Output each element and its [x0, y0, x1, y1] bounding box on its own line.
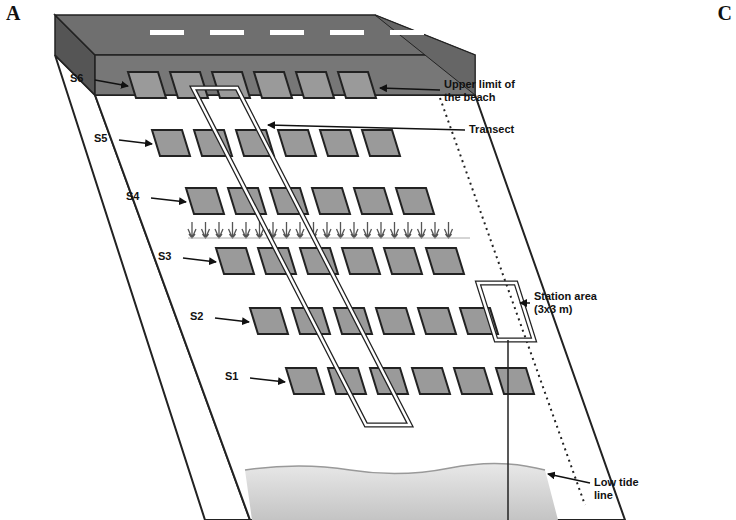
- station-square: [254, 72, 292, 98]
- station-square: [212, 72, 250, 98]
- label: S2: [190, 310, 203, 323]
- dune-plant: [431, 222, 439, 238]
- station-square: [296, 72, 334, 98]
- station-square: [412, 368, 450, 394]
- station-square: [286, 368, 324, 394]
- station-square: [170, 72, 208, 98]
- label: S3: [158, 250, 171, 263]
- dune-plant: [377, 222, 385, 238]
- station-square: [426, 248, 464, 274]
- road-dash: [150, 30, 184, 35]
- dune-plant: [418, 222, 426, 238]
- dune-plant: [337, 222, 345, 238]
- station-square: [128, 72, 166, 98]
- dune-plant: [364, 222, 372, 238]
- dune-plant: [229, 222, 237, 238]
- station-square: [354, 188, 392, 214]
- label: S5: [94, 132, 107, 145]
- label: Low tide line: [594, 476, 646, 501]
- station-square: [496, 368, 534, 394]
- label: Station area (3x3 m): [534, 290, 614, 315]
- dune-plant: [445, 222, 453, 238]
- dune-plant: [323, 222, 331, 238]
- panel-letter: C: [718, 2, 732, 25]
- road-dash: [270, 30, 304, 35]
- station-square: [362, 130, 400, 156]
- dune-plant: [188, 222, 196, 238]
- road-dash: [330, 30, 364, 35]
- dune-plant: [404, 222, 412, 238]
- station-square: [384, 248, 422, 274]
- station-square: [250, 308, 288, 334]
- dune-base: [188, 238, 470, 239]
- dune-plant: [391, 222, 399, 238]
- road-dash: [390, 30, 424, 35]
- station-square: [396, 188, 434, 214]
- road-dash: [210, 30, 244, 35]
- station-square: [376, 308, 414, 334]
- label: Transect: [469, 123, 514, 136]
- station-square: [454, 368, 492, 394]
- station-square: [278, 130, 316, 156]
- dune-plant: [350, 222, 358, 238]
- station-square: [312, 188, 350, 214]
- label: S4: [126, 190, 139, 203]
- dune-plant: [242, 222, 250, 238]
- station-square: [186, 188, 224, 214]
- panel-letter: A: [6, 2, 20, 25]
- station-square: [342, 248, 380, 274]
- dune-plant: [202, 222, 210, 238]
- dune-plant: [283, 222, 291, 238]
- dune-plant: [215, 222, 223, 238]
- station-square: [338, 72, 376, 98]
- label: Upper limit of the beach: [444, 78, 524, 103]
- station-square: [320, 130, 358, 156]
- station-square: [216, 248, 254, 274]
- station-square: [152, 130, 190, 156]
- label: S1: [225, 370, 238, 383]
- dune-plant: [296, 222, 304, 238]
- station-square: [418, 308, 456, 334]
- label: S6: [70, 72, 83, 85]
